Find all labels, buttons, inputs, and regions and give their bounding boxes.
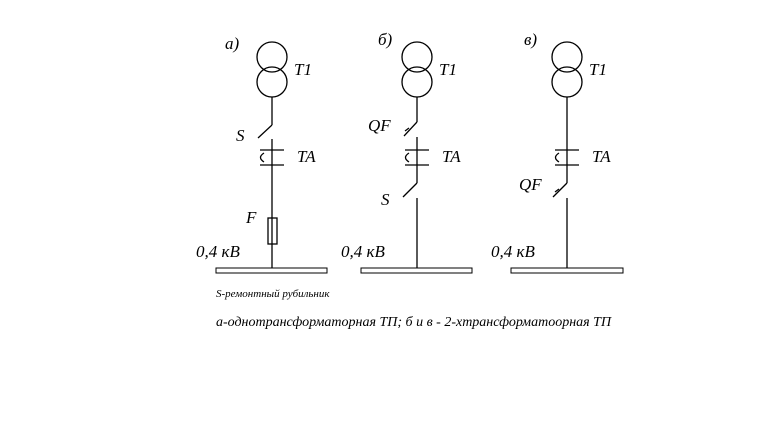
- switch-note: S-ремонтный рубильник: [216, 288, 330, 300]
- scheme-c-bus-voltage: 0,4 кВ: [491, 242, 535, 261]
- scheme-c-transformer-label: T1: [589, 60, 607, 79]
- scheme-b-transformer-symbol: [401, 41, 433, 98]
- scheme-b-breaker-label: QF: [368, 116, 391, 135]
- figure-caption: а-однотрансформаторная ТП; б и в - 2-хтр…: [216, 315, 612, 330]
- scheme-c-current-transformer-symbol: [554, 149, 579, 166]
- scheme-b-disconnector-symbol: [402, 182, 418, 198]
- scheme-a-label: а): [225, 34, 240, 53]
- scheme-c-label: в): [524, 30, 537, 49]
- scheme-b: б) T1 QF TA S 0,4 кВ: [341, 30, 473, 274]
- scheme-b-ct-label: TA: [442, 147, 461, 166]
- scheme-a-transformer-label: T1: [294, 60, 312, 79]
- scheme-a-fuse-symbol: [267, 217, 278, 245]
- scheme-c-busbar: [510, 267, 624, 274]
- scheme-a-switch-label: S: [236, 126, 245, 145]
- scheme-c-ct-label: TA: [592, 147, 611, 166]
- scheme-a-bus-voltage: 0,4 кВ: [196, 242, 240, 261]
- scheme-b-disconnector-label: S: [381, 190, 390, 209]
- scheme-a-busbar: [215, 267, 328, 274]
- scheme-a-disconnector-symbol: [257, 124, 273, 139]
- scheme-a-current-transformer-symbol: [259, 149, 284, 166]
- scheme-a: а) T1 S TA F 0,4 кВ: [196, 34, 328, 274]
- scheme-b-transformer-label: T1: [439, 60, 457, 79]
- scheme-b-label: б): [378, 30, 393, 49]
- scheme-b-busbar: [360, 267, 473, 274]
- scheme-c-transformer-symbol: [551, 41, 583, 98]
- scheme-b-breaker-symbol: [403, 121, 418, 137]
- scheme-b-current-transformer-symbol: [404, 149, 429, 166]
- scheme-b-bus-voltage: 0,4 кВ: [341, 242, 385, 261]
- scheme-c-breaker-label: QF: [519, 175, 542, 194]
- scheme-a-ct-label: TA: [297, 147, 316, 166]
- scheme-c: в) T1 TA QF 0,4 кВ: [491, 30, 624, 274]
- scheme-a-transformer-symbol: [256, 41, 288, 98]
- scheme-a-fuse-label: F: [245, 208, 257, 227]
- scheme-c-breaker-symbol: [552, 182, 568, 198]
